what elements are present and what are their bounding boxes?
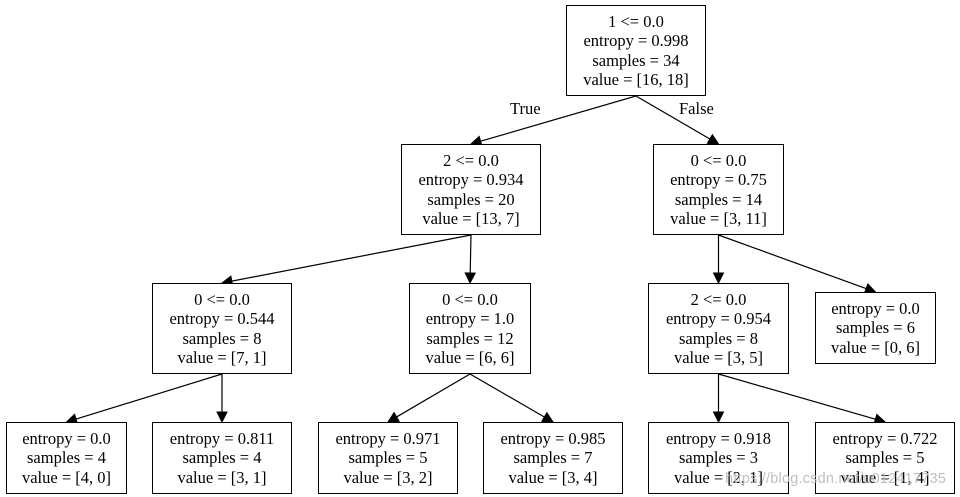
tree-edge-arrowhead [706, 133, 720, 145]
tree-edge-line [396, 373, 471, 418]
tree-node-line: value = [0, 6] [830, 337, 921, 357]
tree-edge-arrowhead [712, 272, 725, 285]
tree-node-line: entropy = 0.918 [665, 428, 772, 448]
tree-edge-line [718, 373, 876, 420]
edge-label-n0-n1: True [510, 99, 541, 118]
tree-node-line: entropy = 0.985 [500, 428, 606, 448]
tree-node-line: 2 <= 0.0 [443, 150, 499, 170]
tree-node-line: value = [7, 1] [177, 348, 267, 367]
tree-node-line: samples = 4 [182, 448, 262, 468]
tree-edge-arrowhead [712, 411, 725, 424]
tree-edge-arrowhead [464, 272, 477, 285]
tree-node-line: samples = 12 [426, 328, 514, 348]
tree-edge-line [231, 234, 472, 282]
tree-node-line: value = [3, 4] [508, 467, 598, 487]
tree-node-line: samples = 8 [679, 328, 758, 348]
tree-node-line: 0 <= 0.0 [442, 289, 498, 309]
watermark-text: https://blog.csdn.net/u012417735 [725, 471, 946, 487]
tree-node-line: samples = 5 [845, 448, 925, 468]
tree-edge-arrowhead [541, 411, 554, 423]
tree-node-line: samples = 7 [513, 448, 593, 468]
tree-node-line: entropy = 0.722 [832, 428, 938, 448]
tree-node-line: value = [16, 18] [583, 70, 689, 89]
tree-node-line: samples = 4 [27, 448, 106, 468]
edge-label-n0-n2: False [679, 99, 714, 118]
tree-node-line: 0 <= 0.0 [194, 289, 250, 309]
tree-node-line: entropy = 0.998 [583, 31, 689, 50]
tree-node-line: samples = 20 [427, 189, 515, 209]
tree-node-line: value = [2, 1] [673, 467, 764, 487]
tree-node-line: samples = 8 [182, 328, 262, 348]
tree-edge-line [718, 234, 867, 290]
tree-node-line: value = [1, 4] [840, 467, 930, 487]
tree-node-line: 2 <= 0.0 [690, 289, 747, 309]
tree-node-line: samples = 6 [836, 318, 915, 338]
tree-node-line: value = [3, 2] [343, 467, 433, 487]
tree-edge-arrowhead [216, 411, 228, 424]
tree-node-line: samples = 5 [348, 448, 428, 468]
tree-node-line: entropy = 1.0 [425, 309, 515, 328]
tree-node-line: samples = 14 [674, 189, 763, 209]
tree-node-line: entropy = 0.954 [665, 309, 772, 328]
tree-node-line: entropy = 0.0 [22, 428, 111, 448]
tree-node-line: entropy = 0.544 [169, 309, 275, 328]
tree-node-line: entropy = 0.971 [335, 428, 441, 448]
tree-node-line: samples = 3 [679, 448, 758, 468]
tree-edge-line [635, 95, 711, 140]
tree-node-line: samples = 34 [592, 50, 680, 70]
tree-node-line: value = [3, 5] [673, 348, 764, 367]
tree-node-line: value = [3, 11] [670, 209, 767, 228]
tree-edge-line [75, 373, 223, 420]
tree-node-line: entropy = 0.75 [670, 170, 767, 189]
tree-edge-line [469, 373, 545, 418]
tree-node-line: value = [4, 0] [21, 467, 112, 487]
tree-node-line: 1 <= 0.0 [608, 11, 664, 31]
tree-edge-line [480, 95, 637, 142]
tree-node-line: value = [3, 1] [177, 467, 267, 487]
tree-node-line: value = [6, 6] [425, 348, 515, 367]
tree-node-line: entropy = 0.811 [169, 428, 275, 448]
tree-node-line: value = [13, 7] [422, 209, 520, 228]
tree-node-line: entropy = 0.934 [418, 170, 524, 189]
tree-node-line: entropy = 0.0 [831, 298, 920, 318]
tree-edge-line [469, 234, 472, 274]
tree-edge-arrowhead [387, 411, 400, 423]
tree-node-line: 0 <= 0.0 [690, 150, 747, 170]
